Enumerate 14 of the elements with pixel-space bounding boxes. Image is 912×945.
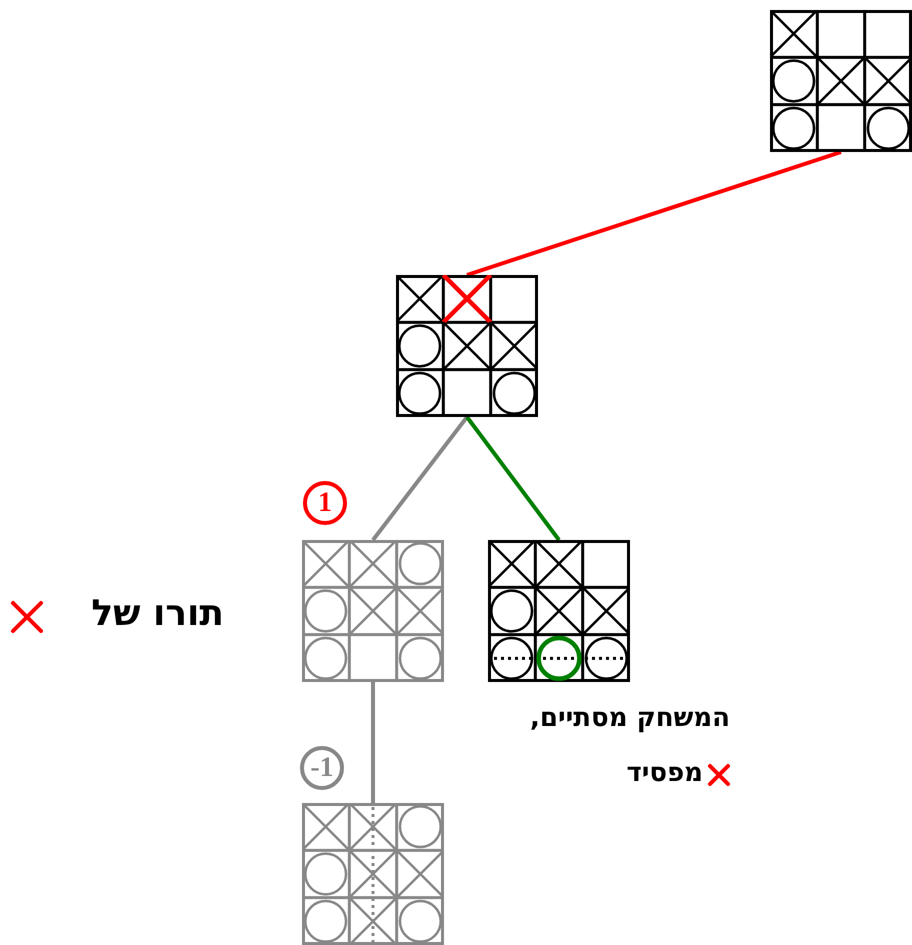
- board-drawing: [302, 803, 444, 945]
- connector-line: [466, 150, 842, 277]
- board-drawing: [396, 275, 538, 417]
- turn-label: תורו של: [91, 593, 224, 634]
- connector-line: [371, 682, 375, 803]
- caption-text: מפסיד: [626, 758, 703, 788]
- board-drawing: [770, 10, 912, 152]
- board-drawing: [488, 540, 630, 682]
- connector-line: [371, 416, 469, 542]
- connector-line: [465, 416, 561, 542]
- board-drawing: [302, 540, 444, 682]
- caption-text: המשחק מסתיים,: [530, 703, 730, 733]
- score-badge: -1: [300, 746, 344, 790]
- score-badge: 1: [303, 481, 347, 525]
